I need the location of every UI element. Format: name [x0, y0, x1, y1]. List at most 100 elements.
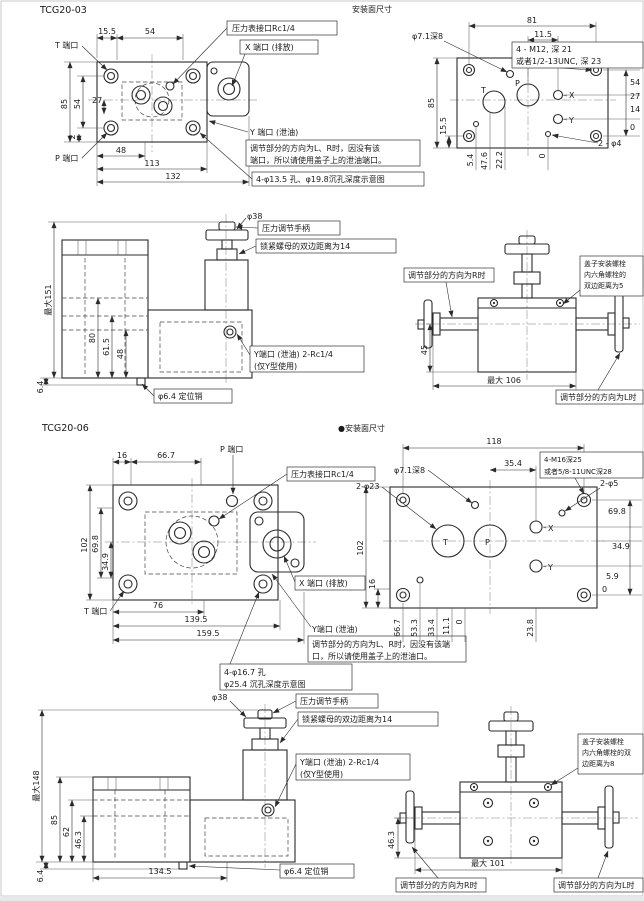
dim-53-3-bottom: 53.3 [410, 619, 419, 637]
y-port-note-line2: 端口，所以请使用盖子上的泄油端口。 [250, 155, 386, 165]
locknut-label: 锁紧螺母的双边距离为14 [260, 241, 350, 251]
cap-bolt-line1-06: 盖子安装螺栓 [582, 737, 624, 746]
tcg06-mount-centerlines [383, 480, 605, 614]
dim-48-side: 48 [116, 349, 125, 359]
dir-l-label: 调节部分的方向为L时 [560, 392, 636, 402]
dim-113: 113 [144, 159, 159, 168]
dim-48: 48 [116, 146, 126, 155]
thread-note-line1: 4 - M12, 深 21 [516, 45, 572, 54]
tcg03-top-leaders [81, 27, 253, 180]
x-port-label: X 端口 (排放) [245, 42, 294, 52]
dim-max101: 最大 101 [471, 858, 505, 868]
hole-note-line1-06: 4-φ16.7 孔 [224, 668, 266, 677]
port-letter-x-06: X [548, 524, 554, 533]
x-port-label-06: X 端口 (排放) [299, 578, 348, 588]
dim-max148: 最大148 [31, 770, 41, 801]
tcg03-side-leaders [141, 217, 259, 397]
port-letter-y-06: Y [547, 563, 553, 572]
cap-bolt-line3-06: 边距离为8 [582, 759, 614, 768]
dim-15-5-mount: 15.5 [439, 117, 448, 135]
dim-118: 118 [486, 437, 501, 446]
tcg06-side-view: φ38 压力调节手柄 锁紧螺母的双边距离为14 Y端口 (泄油) 2-Rc1/4… [31, 693, 439, 883]
tcg06-mount-view: 118 35.4 4-M16深25 或者5/8-11UNC深28 φ7.1深8 … [356, 437, 644, 642]
dim-61-5: 61.5 [102, 338, 111, 356]
pin-callout-box-06 [279, 863, 355, 879]
cap-bolt-line2-06: 内六角螺栓的双 [582, 748, 631, 757]
dir-r-label: 调节部分的方向为R时 [408, 270, 486, 280]
tcg03-front-dimensions [426, 323, 577, 390]
dim-0-right-06: 0 [602, 585, 607, 594]
dim-102-top: 102 [80, 537, 89, 552]
y-port-callout-box [249, 345, 365, 373]
dim-102-mount: 102 [356, 540, 365, 555]
y-port-note-box [245, 139, 421, 167]
dim-0-bottom-06: 0 [455, 619, 464, 624]
dim-33-4-bottom: 33.4 [427, 619, 436, 637]
dim-159-5: 159.5 [197, 629, 220, 638]
y-port-note-line2-06: 口，所以请使用盖子上的泄油口。 [312, 651, 432, 661]
port-letter-p-06: P [485, 538, 490, 547]
dir-r-callout-box [403, 267, 495, 283]
dim-34-9-top: 34.9 [101, 553, 110, 571]
dim-0-bottom: 0 [538, 153, 547, 158]
tcg03-side-body [61, 221, 253, 386]
tcg03-front-view: 调节部分的方向为R时 盖子安装螺栓 内六角螺栓的 双边距离为5 45 最大 10… [403, 230, 644, 405]
tcg03-top-body [96, 61, 250, 143]
tcg06-mount-title: ●安装面尺寸 [338, 423, 385, 433]
tcg06-top-view: 16 66.7 P 端口 压力表接口Rc1/4 102 69.8 34.9 X … [80, 444, 467, 691]
hole-7-1-label-06: φ7.1深8 [394, 466, 425, 475]
dim-47-6: 47.6 [480, 152, 489, 170]
tcg06-mount-body [389, 486, 598, 609]
y-port-callout-line2: (仅Y型使用) [254, 361, 297, 371]
dim-22-2: 22.2 [495, 151, 504, 169]
port-letter-p: P [515, 79, 520, 88]
tcg03-mount-title: 安装面尺寸 [352, 4, 392, 14]
tcg03-mount-dimensions [433, 22, 640, 170]
pin-callout-box [153, 388, 233, 404]
gauge-port-callout-box-06 [286, 466, 376, 482]
dir-l-label-06: 调节部分的方向为L时 [558, 880, 634, 890]
tcg06-mount-dimensions [362, 444, 642, 642]
dim-54-top: 54 [145, 27, 155, 36]
dim-35-4: 35.4 [504, 459, 522, 468]
dim-14-right: 14 [630, 105, 640, 114]
hole-7-1-label: φ7.1深8 [412, 32, 443, 41]
tcg06-side-body [92, 709, 296, 870]
dim-34-9-right: 34.9 [612, 542, 630, 551]
y-port-note-box-06 [307, 635, 467, 663]
dim-81: 81 [527, 16, 537, 25]
dim-45: 45 [420, 345, 429, 355]
dim-54-left: 54 [73, 99, 82, 109]
dim-6-4-06: 6.4 [36, 870, 45, 883]
thread-note-box [511, 41, 644, 69]
dir-r-label-06: 调节部分的方向为R时 [400, 880, 478, 890]
tcg06-side-dimensions [36, 709, 258, 882]
dim-phi38: φ38 [247, 212, 262, 221]
handle-callout-box-06 [295, 693, 379, 709]
dim-11-5: 11.5 [534, 30, 552, 39]
dim-15-5: 15.5 [98, 27, 116, 36]
dim-69-8-right: 69.8 [608, 507, 626, 516]
tcg03-mount-view: 81 φ7.1深8 11.5 4 - M12, 深 21 或者1/2-13UNC… [412, 16, 644, 170]
y-port-note-line1: 调节部分的方向为L、R时，因没有该 [250, 143, 380, 153]
dim-27: 27 [92, 96, 102, 105]
dir-r-callout-box-06 [395, 877, 487, 893]
gauge-port-label: 压力表接口Rc1/4 [232, 23, 295, 33]
tcg03-top-view: T 端口 15.5 54 压力表接口Rc1/4 X 端口 (排放) 85 54 … [54, 20, 425, 187]
y-port-callout-line2-06: (仅Y型使用) [300, 769, 343, 779]
dim-2: 2 [68, 134, 77, 139]
cap-bolt-line3: 双边距离为5 [584, 281, 623, 290]
dim-134-5: 134.5 [149, 867, 172, 876]
cap-bolt-line1: 盖子安装螺栓 [584, 259, 626, 268]
hole-note-label: 4-φ13.5 孔、φ19.8沉孔深度示意图 [256, 174, 385, 184]
gauge-port-callout-box [226, 20, 338, 36]
tcg03-front-leaders [445, 281, 621, 391]
handle-label-06: 压力调节手柄 [300, 696, 348, 706]
dim-139-5: 139.5 [185, 615, 208, 624]
handle-label: 压力调节手柄 [262, 223, 310, 233]
thread-note-box-06 [539, 451, 644, 479]
dim-69-8-top: 69.8 [91, 535, 100, 553]
dim-5-9-right: 5.9 [606, 572, 619, 581]
